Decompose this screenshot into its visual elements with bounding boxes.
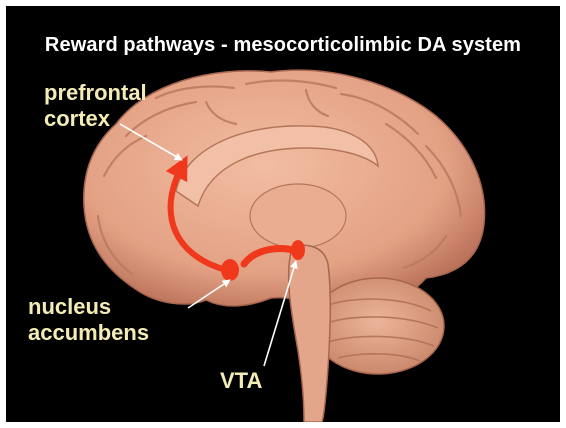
label-nucleus-accumbens: nucleus accumbens <box>28 294 149 346</box>
label-vta: VTA <box>220 368 262 394</box>
label-prefrontal-line2: cortex <box>44 106 147 132</box>
cerebellum <box>312 278 444 374</box>
thalamus <box>250 184 346 248</box>
label-nucleus-line1: nucleus <box>28 294 149 320</box>
brainstem <box>289 245 331 422</box>
label-prefrontal-line1: prefrontal <box>44 80 147 106</box>
vta-node <box>291 240 305 260</box>
label-nucleus-line2: accumbens <box>28 320 149 346</box>
brain-diagram <box>6 6 560 422</box>
slide: Reward pathways - mesocorticolimbic DA s… <box>6 6 560 422</box>
slide-title: Reward pathways - mesocorticolimbic DA s… <box>6 34 560 57</box>
label-prefrontal-cortex: prefrontal cortex <box>44 80 147 132</box>
nucleus-accumbens-node <box>221 259 239 281</box>
